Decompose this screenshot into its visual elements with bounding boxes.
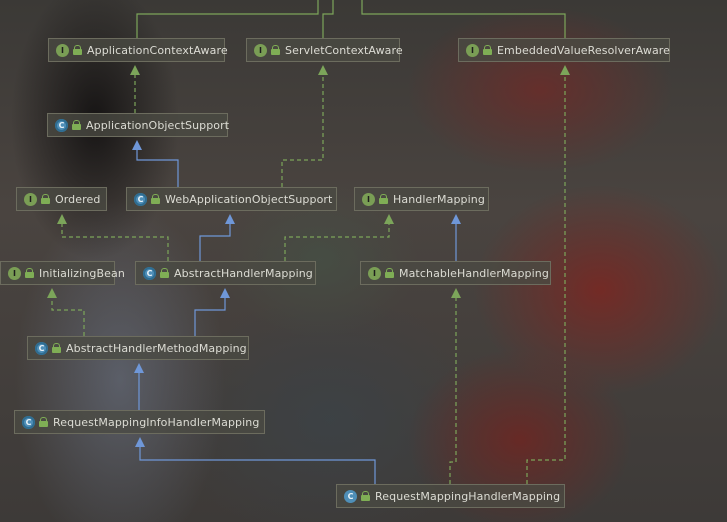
node-label: EmbeddedValueResolverAware	[497, 43, 671, 57]
node-label: AbstractHandlerMapping	[174, 266, 313, 280]
public-lock-icon	[41, 194, 50, 204]
node-label: ApplicationContextAware	[87, 43, 228, 57]
node-label: RequestMappingHandlerMapping	[375, 489, 561, 503]
edge-implements-n9-n7	[284, 214, 394, 261]
edge-extends-n6-n4	[132, 140, 179, 187]
edge-line	[281, 74, 324, 187]
edge-extends-n12-n11	[134, 363, 144, 410]
node-servlet-context-aware[interactable]: I ServletContextAware	[246, 38, 403, 62]
node-label: RequestMappingInfoHandlerMapping	[53, 415, 260, 429]
edge-arrowhead	[560, 65, 570, 75]
node-label: WebApplicationObjectSupport	[165, 192, 333, 206]
public-lock-icon	[25, 268, 34, 278]
interface-icon: I	[466, 43, 479, 57]
node-ordered[interactable]: I Ordered	[16, 187, 107, 211]
node-initializing-bean[interactable]: I InitializingBean	[0, 261, 125, 285]
edge-arrowhead	[451, 288, 461, 298]
edge-arrowhead	[451, 214, 461, 224]
edge-line	[199, 223, 231, 261]
node-label: AbstractHandlerMethodMapping	[66, 341, 247, 355]
interface-icon: I	[56, 43, 69, 57]
node-label: HandlerMapping	[393, 192, 485, 206]
edge-line	[51, 297, 85, 336]
edge-line	[449, 297, 457, 484]
edge-extends-n10-n7	[451, 214, 461, 261]
node-matchable-handler-mapping[interactable]: I MatchableHandlerMapping	[360, 261, 551, 285]
node-label: ApplicationObjectSupport	[86, 118, 230, 132]
abstract-class-icon: C	[22, 415, 35, 429]
interface-icon: I	[368, 266, 381, 280]
edge-line	[194, 297, 226, 336]
public-lock-icon	[72, 120, 81, 130]
edge-line	[136, 149, 179, 187]
public-lock-icon	[160, 268, 169, 278]
edge-line	[284, 223, 390, 261]
node-application-context-aware[interactable]: I ApplicationContextAware	[48, 38, 228, 62]
edge-offscreen-continuation	[361, 0, 566, 38]
edge-arrowhead	[318, 65, 328, 75]
edge-implements-n6-n2	[281, 65, 328, 187]
interface-icon: I	[24, 192, 37, 206]
edge-arrowhead	[220, 288, 230, 298]
abstract-class-icon: C	[134, 192, 147, 206]
edge-extends-n9-n6	[199, 214, 235, 261]
edge-implements-n13-n10	[449, 288, 461, 484]
public-lock-icon	[151, 194, 160, 204]
abstract-class-icon: C	[55, 118, 68, 132]
edge-offscreen-continuation	[136, 0, 319, 38]
public-lock-icon	[271, 45, 280, 55]
edge-arrowhead	[225, 214, 235, 224]
edge-arrowhead	[134, 363, 144, 373]
edge-arrowhead	[47, 288, 57, 298]
edge-arrowhead	[130, 65, 140, 75]
public-lock-icon	[385, 268, 394, 278]
node-abstract-handler-mapping[interactable]: C AbstractHandlerMapping	[135, 261, 316, 285]
edge-implements-n13-n3	[526, 65, 570, 484]
edge-arrowhead	[132, 140, 142, 150]
node-application-object-support[interactable]: C ApplicationObjectSupport	[47, 113, 230, 137]
edge-implements-n11-n8	[47, 288, 85, 336]
interface-icon: I	[254, 43, 267, 57]
node-label: MatchableHandlerMapping	[399, 266, 549, 280]
edge-arrowhead	[384, 214, 394, 224]
node-label: Ordered	[55, 192, 101, 206]
node-web-application-object-support[interactable]: C WebApplicationObjectSupport	[126, 187, 337, 211]
edge-extends-n11-n9	[194, 288, 230, 336]
public-lock-icon	[361, 491, 370, 501]
node-label: InitializingBean	[39, 266, 125, 280]
public-lock-icon	[483, 45, 492, 55]
abstract-class-icon: C	[35, 341, 48, 355]
edge-implements-n4-n1	[130, 65, 140, 113]
node-abstract-handler-method-mapping[interactable]: C AbstractHandlerMethodMapping	[27, 336, 249, 360]
edge-offscreen-continuation	[322, 0, 334, 38]
abstract-class-icon: C	[143, 266, 156, 280]
node-handler-mapping[interactable]: I HandlerMapping	[354, 187, 489, 211]
edge-line	[139, 446, 376, 484]
edge-arrowhead	[135, 437, 145, 447]
edge-line	[526, 74, 566, 484]
edge-line	[61, 223, 169, 261]
public-lock-icon	[39, 417, 48, 427]
node-request-mapping-info-handler-mapping[interactable]: C RequestMappingInfoHandlerMapping	[14, 410, 265, 434]
node-request-mapping-handler-mapping[interactable]: C RequestMappingHandlerMapping	[336, 484, 565, 508]
edge-implements-n9-n5	[57, 214, 169, 261]
public-lock-icon	[52, 343, 61, 353]
public-lock-icon	[73, 45, 82, 55]
interface-icon: I	[362, 192, 375, 206]
edge-arrowhead	[57, 214, 67, 224]
node-embedded-value-resolver-aware[interactable]: I EmbeddedValueResolverAware	[458, 38, 670, 62]
public-lock-icon	[379, 194, 388, 204]
interface-icon: I	[8, 266, 21, 280]
edge-extends-n13-n12	[135, 437, 376, 484]
class-icon: C	[344, 489, 357, 503]
node-label: ServletContextAware	[285, 43, 403, 57]
